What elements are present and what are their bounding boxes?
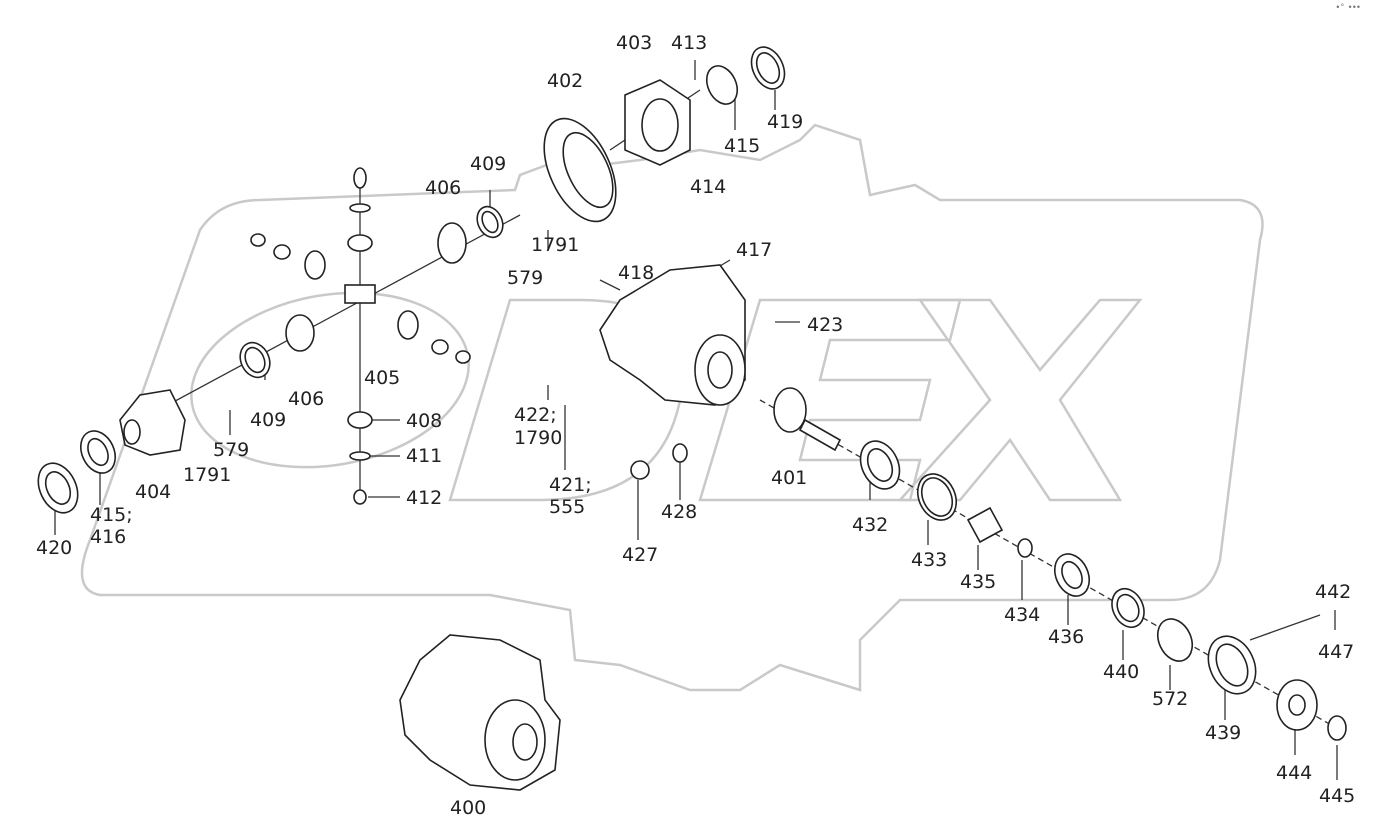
part-label-579a: 579 [507,267,544,289]
part-label-400: 400 [450,797,487,819]
part-label-440: 440 [1103,661,1140,683]
part-label-420: 420 [36,537,73,559]
part-label-411: 411 [406,445,443,467]
part-label-404: 404 [135,481,172,503]
part-label-417: 417 [736,239,773,261]
part-label-415b: 415; [90,504,133,526]
part-label-422: 422; [514,404,557,426]
part-label-402: 402 [547,70,584,92]
part-label-409b: 409 [250,409,287,431]
part-label-419: 419 [767,111,804,133]
part-label-579b: 579 [213,439,250,461]
part-label-409a: 409 [470,153,507,175]
watermark-gear [80,123,1264,692]
part-label-412: 412 [406,487,443,509]
part-label-418: 418 [618,262,655,284]
part-label-447: 447 [1318,641,1355,663]
part-label-555: 555 [549,496,586,518]
part-label-414: 414 [690,176,727,198]
part-label-572: 572 [1152,688,1189,710]
part-label-428: 428 [661,501,698,523]
part-label-403: 403 [616,32,653,54]
part-label-401: 401 [771,467,808,489]
part-label-434: 434 [1004,604,1041,626]
part-label-415a: 415 [724,135,761,157]
part-label-413: 413 [671,32,708,54]
parts-drawings [37,46,1347,791]
part-label-406b: 406 [288,388,325,410]
part-label-427: 427 [622,544,659,566]
part-label-416: 416 [90,526,127,548]
part-label-442: 442 [1315,581,1352,603]
part-label-406a: 406 [425,177,462,199]
part-label-421: 421; [549,474,592,496]
part-label-445: 445 [1319,785,1356,807]
part-label-1791b: 1791 [183,464,232,486]
part-label-1790: 1790 [514,427,563,449]
part-label-405: 405 [364,367,401,389]
part-label-444: 444 [1276,762,1313,784]
part-label-1791a: 1791 [531,234,580,256]
part-label-432: 432 [852,514,889,536]
part-label-435: 435 [960,571,997,593]
part-label-408: 408 [406,410,443,432]
part-label-439: 439 [1205,722,1242,744]
leader-lines [54,60,1341,780]
corner-mark: •° ••• [1336,2,1361,12]
part-label-423: 423 [807,314,844,336]
part-label-433: 433 [911,549,948,571]
part-label-436: 436 [1048,626,1085,648]
